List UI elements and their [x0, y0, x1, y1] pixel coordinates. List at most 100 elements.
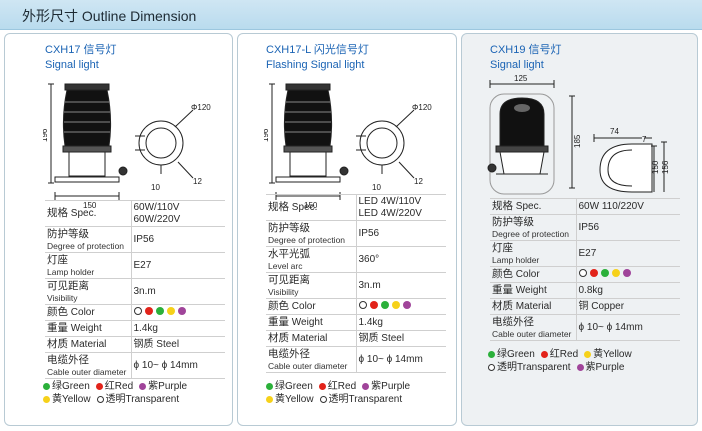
spec-value-line: 0.8kg [578, 284, 603, 296]
color-dot-purple [402, 300, 411, 309]
spec-label-cn: 规格 [47, 207, 68, 219]
product-title: CXH17 信号灯 Signal light [45, 43, 117, 73]
spec-label-cn: 电缆外径 [268, 347, 310, 360]
spec-label: 规格 Spec. [45, 200, 132, 227]
spec-value: ϕ 10~ ϕ 14mm [131, 352, 225, 379]
spec-row: 颜色 Color [490, 266, 680, 283]
spec-label-en: Cable outer diameter [47, 366, 127, 377]
dim-h1: 150 [651, 160, 660, 174]
panel-cxh19: CXH19 信号灯 Signal light 125 185 74 7 150 [461, 33, 698, 426]
spec-label: 重量 Weight [45, 320, 132, 337]
spec-label-cn: 颜色 [47, 306, 68, 318]
color-dot-purple [622, 268, 631, 277]
legend-label: 紫Purple [585, 362, 625, 373]
spec-label-en: Cable outer diameter [268, 360, 348, 371]
legend-label: 黄Yellow [275, 394, 314, 405]
color-dot-red [589, 268, 598, 277]
page-title: 外形尺寸 Outline Dimension [22, 8, 197, 24]
spec-label: 颜色 Color [45, 304, 132, 321]
spec-label: 重量 Weight [490, 282, 577, 299]
spec-label-cn: 防护等级 [268, 221, 310, 234]
product-name: Flashing Signal light [266, 59, 365, 71]
spec-value-line: ϕ 10~ ϕ 14mm [133, 359, 198, 371]
spec-value-line: 60W 110/220V [578, 200, 644, 212]
spec-value-line: IP56 [578, 221, 600, 233]
spec-label-en: Degree of protection [47, 240, 125, 251]
legend-dot-red [540, 351, 548, 358]
spec-label-en: Level arc [268, 260, 303, 271]
legend-label: 绿Green [497, 349, 535, 360]
spec-label-cn: 水平光弧 [268, 247, 310, 260]
spec-value-line: 1.4kg [133, 322, 158, 334]
spec-label: 材质 Material [266, 330, 357, 347]
spec-label-cn: 规格 [268, 201, 289, 213]
legend-item: 透明Transparent [96, 393, 179, 406]
spec-label-en: Color [70, 307, 95, 318]
product-title: CXH19 信号灯 Signal light [490, 43, 562, 73]
spec-label-en: Material [70, 339, 107, 350]
color-dot-green [155, 306, 164, 315]
spec-label-cn: 重量 [268, 316, 289, 328]
color-dot-purple [177, 306, 186, 315]
spec-label-en: Material [291, 333, 328, 344]
spec-value: 1.4kg [131, 320, 225, 337]
legend-dot-green [266, 383, 273, 390]
spec-value-line: 3n.m [133, 285, 156, 297]
color-dot-red [369, 300, 378, 309]
spec-label-en: Visibility [47, 292, 78, 303]
cxh17l-dimension-drawing: 196 150 Φ120 10 12 [264, 83, 432, 210]
dim-height: 185 [573, 134, 582, 148]
legend-dot-purple [139, 383, 147, 390]
spec-value-line: LED 4W/220V [358, 207, 422, 219]
legend-item: 红Red [318, 380, 356, 393]
spec-label-en: Spec. [515, 201, 542, 212]
spec-value-line: ϕ 10~ ϕ 14mm [578, 321, 643, 333]
spec-value-line: E27 [578, 247, 597, 259]
spec-value: 1.4kg [356, 314, 446, 331]
spec-value [576, 266, 680, 283]
spec-row: 颜色 Color [266, 298, 446, 315]
legend-dot-open [319, 396, 327, 403]
spec-value: IP56 [576, 214, 680, 241]
dim-d2: 7 [642, 135, 647, 144]
color-swatches [358, 300, 411, 309]
cxh19-dimension-drawing: 125 185 74 7 150 156 [487, 74, 670, 195]
spec-row: 颜色 Color [45, 304, 225, 321]
spec-label-en: Weight [70, 323, 102, 334]
spec-value: ϕ 10~ ϕ 14mm [356, 346, 446, 373]
legend-item: 黄Yellow [266, 393, 314, 406]
spec-label: 规格 Spec. [490, 198, 577, 215]
dim-phi: Φ120 [191, 103, 211, 112]
legend-label: 红Red [549, 349, 579, 360]
spec-value: 钢质 Steel [356, 330, 446, 347]
legend-item: 绿Green [43, 380, 90, 393]
spec-label-cn: 防护等级 [47, 227, 89, 240]
spec-label-en: Spec. [70, 208, 97, 219]
color-dot-open [133, 306, 142, 315]
color-dot-green [600, 268, 609, 277]
color-dot-red [144, 306, 153, 315]
legend-dot-green [43, 383, 50, 390]
spec-label: 颜色 Color [490, 266, 577, 283]
